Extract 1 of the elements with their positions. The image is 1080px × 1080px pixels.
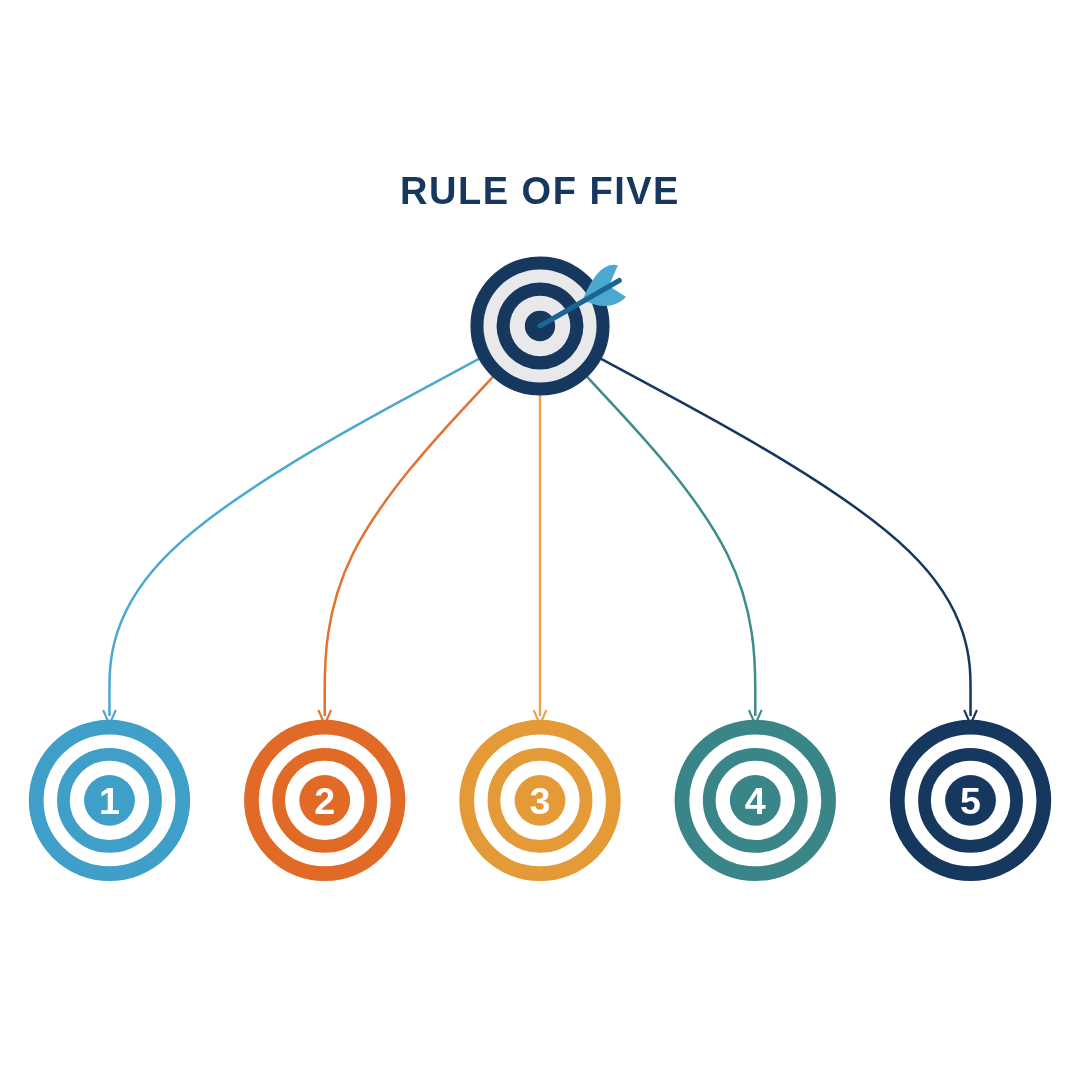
title: RULE OF FIVE	[400, 170, 680, 213]
